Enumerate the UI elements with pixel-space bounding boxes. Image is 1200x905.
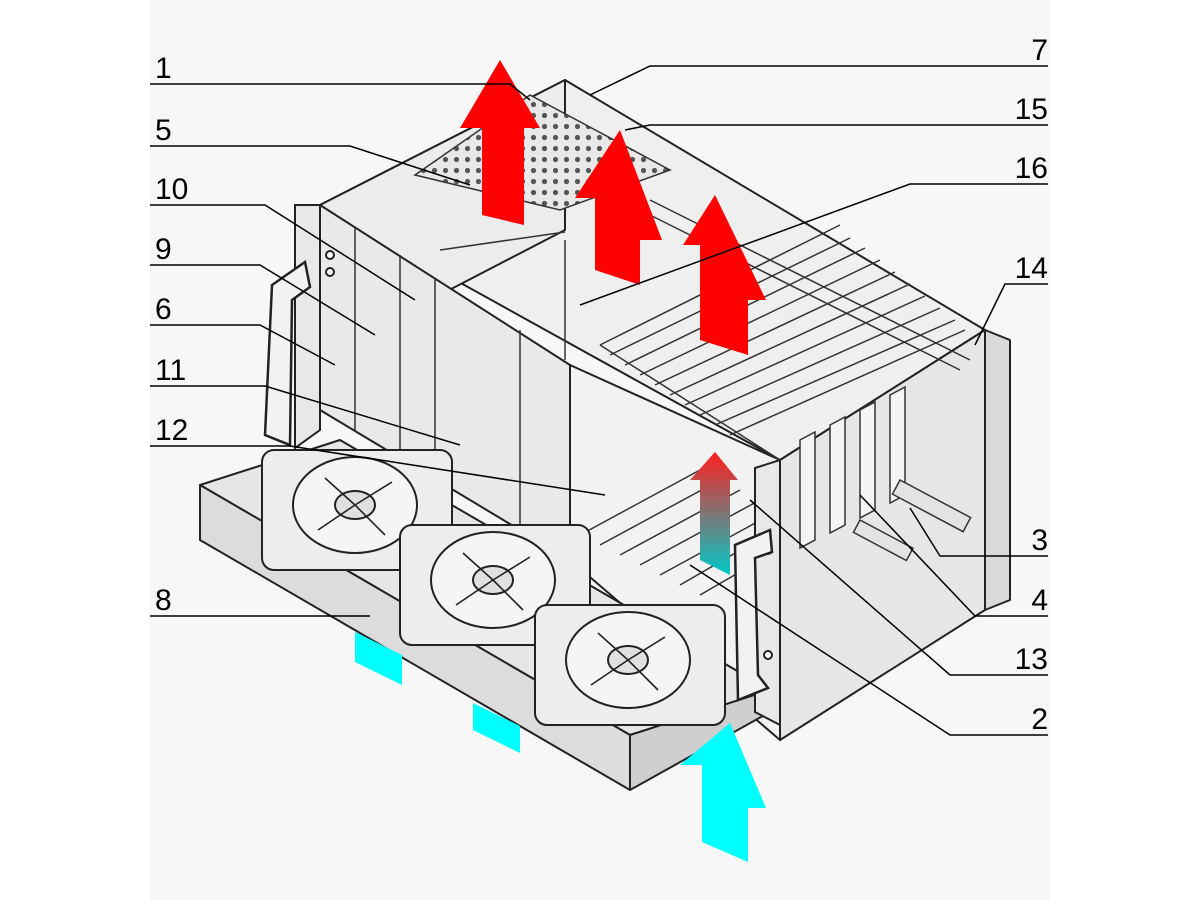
label-14: 14 xyxy=(1015,252,1048,285)
leader-9 xyxy=(150,264,376,336)
front-opening xyxy=(569,364,781,741)
leader-16 xyxy=(579,183,1048,306)
leader-lines xyxy=(150,65,1048,736)
left-labels: 1 5 10 9 6 11 12 8 xyxy=(155,52,188,617)
cool-air-arrow-icon xyxy=(473,703,520,753)
leader-12 xyxy=(150,445,606,496)
leader-6 xyxy=(150,324,336,366)
hot-air-arrow-icon xyxy=(683,195,766,355)
leader-14 xyxy=(974,283,1048,346)
leader-10 xyxy=(150,204,416,301)
label-11: 11 xyxy=(155,354,186,387)
leader-7 xyxy=(589,65,1048,96)
leader-2 xyxy=(689,564,1048,736)
plug-in-cards xyxy=(799,385,972,562)
label-4: 4 xyxy=(1031,584,1048,617)
label-16: 16 xyxy=(1015,152,1048,185)
label-6: 6 xyxy=(155,293,172,326)
label-8: 8 xyxy=(155,584,172,617)
label-7: 7 xyxy=(1031,34,1048,67)
label-15: 15 xyxy=(1015,93,1048,126)
fan-icon xyxy=(534,604,726,726)
handle-icon xyxy=(263,259,312,447)
label-5: 5 xyxy=(155,114,172,147)
cool-air-arrow-icon xyxy=(355,632,402,685)
leader-5 xyxy=(150,145,471,186)
handle-icon xyxy=(733,528,774,702)
leader-1 xyxy=(150,83,531,101)
label-9: 9 xyxy=(155,233,172,266)
front-panel-lines xyxy=(354,228,566,530)
leader-4 xyxy=(859,494,1048,617)
leader-3 xyxy=(909,507,1048,557)
rising-air-arrow-icon xyxy=(690,452,738,575)
cool-air-arrow-icon xyxy=(680,723,766,862)
hot-air-arrow-icon xyxy=(575,130,662,285)
label-13: 13 xyxy=(1015,643,1048,676)
label-2: 2 xyxy=(1031,703,1048,736)
leader-13 xyxy=(749,499,1048,676)
label-3: 3 xyxy=(1031,524,1048,557)
right-labels: 7 15 16 14 3 4 13 2 xyxy=(1015,34,1048,736)
leader-15 xyxy=(624,124,1048,131)
label-1: 1 xyxy=(155,52,172,85)
hot-air-arrow-icon xyxy=(460,60,540,225)
label-10: 10 xyxy=(155,173,188,206)
leader-11 xyxy=(150,385,461,446)
label-12: 12 xyxy=(155,414,188,447)
